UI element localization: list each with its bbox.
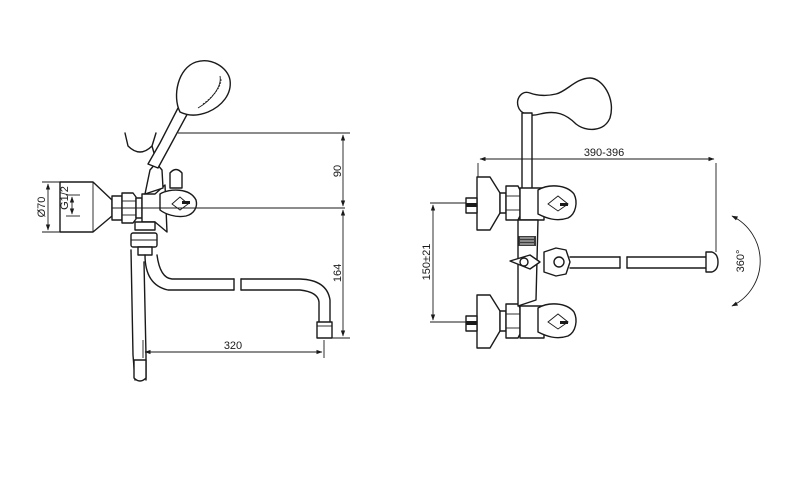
label-center-distance: 150±21 — [421, 244, 433, 281]
spout-arm — [144, 254, 235, 291]
label-height-upper: 90 — [332, 165, 344, 177]
lower-handle — [537, 303, 577, 339]
label-thread: G1/2 — [59, 186, 71, 210]
side-view — [42, 60, 350, 382]
diverter-knob — [169, 168, 183, 189]
front-view — [430, 77, 761, 349]
label-diameter: Ø70 — [36, 197, 48, 218]
lower-flange — [476, 294, 501, 349]
upper-handle — [537, 185, 577, 221]
shower-head — [175, 60, 231, 116]
shower-holder — [124, 132, 157, 153]
spout-tip-front — [705, 251, 719, 273]
dim-arc-rotation — [731, 215, 761, 307]
shower-head-front — [516, 77, 613, 131]
label-height-lower: 164 — [332, 264, 344, 282]
upper-flange — [476, 176, 501, 231]
spout-outlet — [316, 321, 333, 339]
label-total-width: 390-396 — [584, 147, 624, 159]
label-spout-length: 320 — [224, 340, 242, 352]
tap-handle — [159, 189, 198, 218]
label-rotation: 360° — [735, 250, 747, 273]
